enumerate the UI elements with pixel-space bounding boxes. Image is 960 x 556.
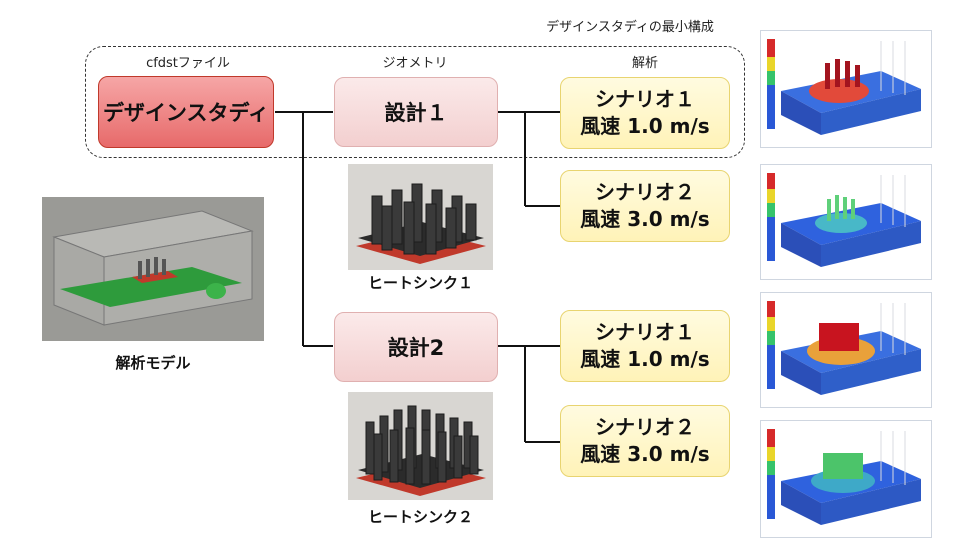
- scenario-name: シナリオ１: [595, 320, 695, 344]
- scenario-name: シナリオ１: [595, 87, 695, 111]
- minimal-config-title: デザインスタディの最小構成: [546, 20, 714, 35]
- analysis-model-caption: 解析モデル: [115, 354, 191, 372]
- wind-speed: 風速 1.0 m/s: [580, 347, 710, 371]
- design1-scenario-1-box: シナリオ１ 風速 1.0 m/s: [560, 77, 730, 149]
- design2-scenario-2-box: シナリオ２ 風速 3.0 m/s: [560, 405, 730, 477]
- simulation-result-4: [760, 420, 932, 538]
- design2-scenario-1-box: シナリオ１ 風速 1.0 m/s: [560, 310, 730, 382]
- label-analysis: 解析: [631, 56, 658, 71]
- design-study-box: デザインスタディ: [98, 76, 274, 148]
- analysis-model-image: [42, 197, 264, 341]
- minimal-config-group: [85, 46, 745, 158]
- design1-scenario-2-box: シナリオ２ 風速 3.0 m/s: [560, 170, 730, 242]
- scenario-name: シナリオ２: [595, 415, 695, 439]
- heatsink-2-image: [348, 392, 493, 500]
- design-2-box: 設計2: [334, 312, 498, 382]
- label-cfdst-file: cfdstファイル: [146, 56, 230, 71]
- simulation-result-3: [760, 292, 932, 408]
- scenario-name: シナリオ２: [595, 180, 695, 204]
- simulation-result-1: [760, 30, 932, 148]
- label-geometry: ジオメトリ: [382, 56, 448, 71]
- wind-speed: 風速 3.0 m/s: [580, 207, 710, 231]
- heatsink-1-image: [348, 164, 493, 270]
- simulation-result-2: [760, 164, 932, 280]
- wind-speed: 風速 3.0 m/s: [580, 442, 710, 466]
- heatsink-1-caption: ヒートシンク１: [367, 274, 473, 292]
- heatsink-2-caption: ヒートシンク２: [367, 508, 473, 526]
- wind-speed: 風速 1.0 m/s: [580, 114, 710, 138]
- design-1-box: 設計１: [334, 77, 498, 147]
